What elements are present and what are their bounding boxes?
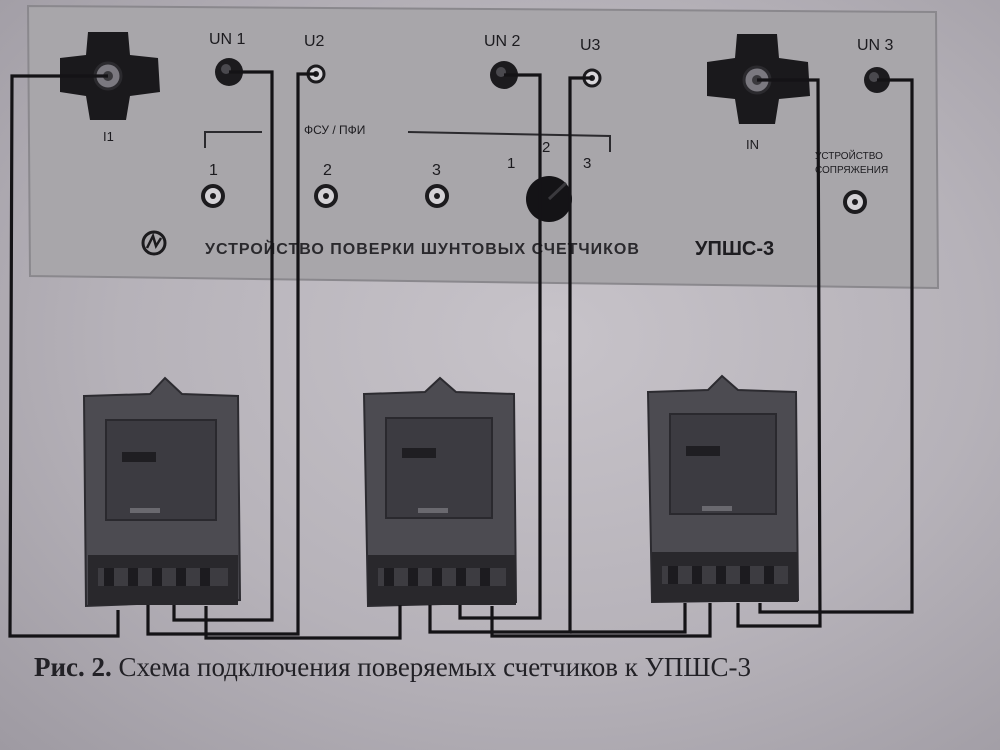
wire-i1-loop [8, 74, 120, 638]
socket-3-label: 3 [432, 162, 441, 179]
switch-pos-1: 1 [507, 155, 515, 172]
socket-2-label: 2 [323, 162, 332, 179]
meter-3[interactable] [646, 374, 800, 604]
wire-u2 [146, 72, 316, 636]
socket-1-label: 1 [209, 162, 218, 179]
i1-label: I1 [103, 129, 114, 144]
meter-1[interactable] [82, 376, 242, 608]
figure-caption: Рис. 2. Схема подключения поверяемых сче… [34, 652, 974, 683]
wire-in [736, 78, 822, 628]
device-model: УПШС-3 [695, 238, 774, 260]
manufacturer-logo-icon [141, 230, 167, 256]
wire-un2 [458, 73, 542, 620]
fsu-label: ФСУ / ПФИ [304, 123, 365, 137]
caption-prefix: Рис. 2. [34, 652, 112, 682]
selector-knob[interactable] [526, 176, 572, 222]
un2-label: UN 2 [484, 33, 521, 50]
wire-un1 [172, 70, 274, 622]
wire-chain-meter2-3 [490, 603, 712, 638]
wire-chain-meter1-2 [204, 605, 402, 640]
meter-2[interactable] [362, 376, 518, 608]
socket-1[interactable] [201, 184, 225, 208]
switch-pos-3: 3 [583, 155, 591, 172]
u3-label: U3 [580, 37, 601, 54]
connection-wires [8, 70, 914, 640]
wire-u3-to-meter3 [570, 603, 687, 634]
wire-un3 [758, 78, 914, 614]
in-label: IN [746, 137, 759, 152]
coupling-label-2: СОПРЯЖЕНИЯ [815, 165, 888, 176]
socket-3[interactable] [425, 184, 449, 208]
coupling-socket[interactable] [843, 190, 867, 214]
u2-label: U2 [304, 33, 325, 50]
un3-label: UN 3 [857, 37, 894, 54]
un1-label: UN 1 [209, 31, 246, 48]
socket-2[interactable] [314, 184, 338, 208]
caption-text: Схема подключения поверяемых счетчиков к… [118, 652, 751, 682]
coupling-label-1: УСТРОЙСТВО [815, 149, 883, 162]
device-name: УСТРОЙСТВО ПОВЕРКИ ШУНТОВЫХ СЧЕТЧИКОВ [205, 239, 640, 258]
switch-pos-2: 2 [542, 139, 550, 156]
